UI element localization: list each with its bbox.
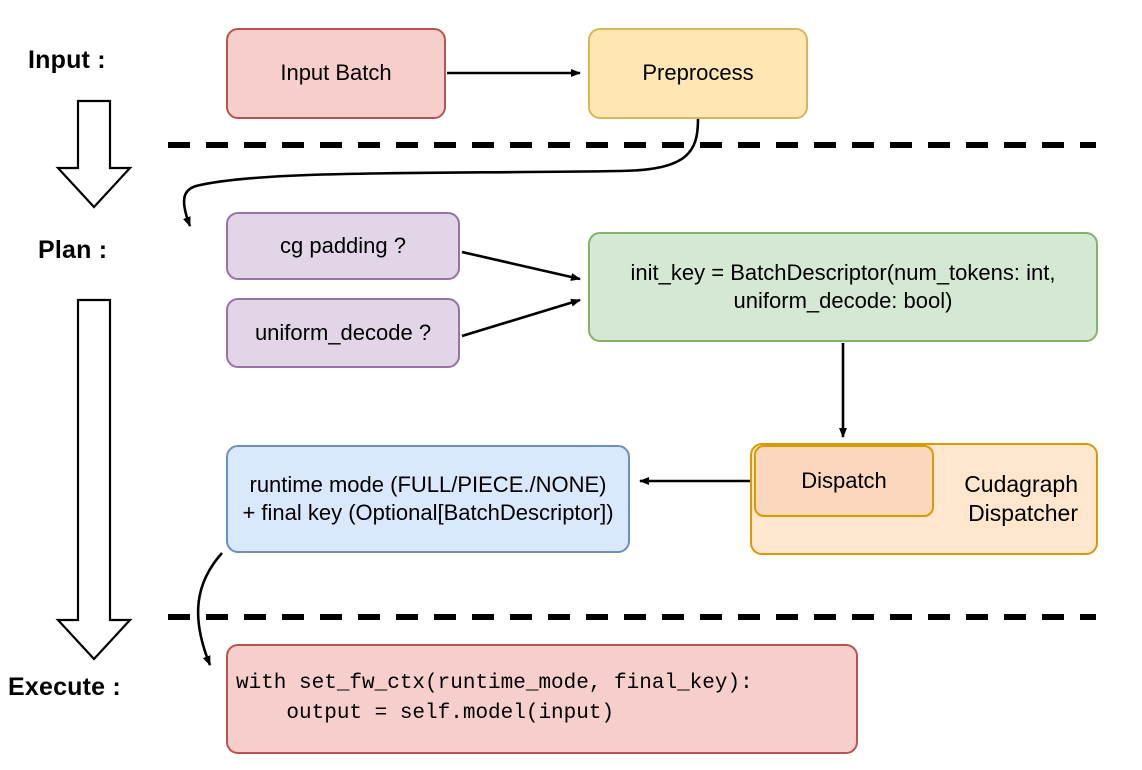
node-cudagraph-dispatcher-line1: Cudagraph <box>964 470 1078 497</box>
stage-label-plan: Plan : <box>38 236 108 264</box>
node-execute-code-line2: output = self.model(input) <box>236 702 615 725</box>
arrow-runtimemode-to-executecode <box>196 552 223 666</box>
node-input-batch[interactable]: Input Batch <box>226 28 446 119</box>
arrow-preprocess-to-cgpadding <box>182 118 700 227</box>
node-preprocess[interactable]: Preprocess <box>588 28 808 119</box>
node-cg-padding[interactable]: cg padding ? <box>226 212 460 280</box>
stage-arrow-input-to-plan <box>55 99 133 209</box>
node-execute-code[interactable]: with set_fw_ctx(runtime_mode, final_key)… <box>226 644 858 754</box>
arrow-uniformdecode-to-initkey <box>461 298 581 338</box>
stage-label-input: Input : <box>28 46 106 74</box>
node-uniform-decode[interactable]: uniform_decode ? <box>226 298 460 368</box>
node-input-batch-label: Input Batch <box>280 60 392 86</box>
node-execute-code-line1: with set_fw_ctx(runtime_mode, final_key)… <box>236 671 753 695</box>
node-uniform-decode-label: uniform_decode ? <box>254 319 432 345</box>
node-dispatch-label: Dispatch <box>801 467 887 493</box>
node-cudagraph-dispatcher-line2: Dispatcher <box>968 500 1078 526</box>
stage-arrow-plan-to-execute <box>55 298 133 661</box>
arrow-cgpadding-to-initkey <box>461 250 581 281</box>
node-runtime-mode[interactable]: runtime mode (FULL/PIECE./NONE) + final … <box>226 445 630 553</box>
node-dispatch[interactable]: Dispatch <box>754 445 934 517</box>
stage-label-execute: Execute : <box>8 673 121 701</box>
node-init-key-line2: uniform_decode: bool) <box>733 288 953 313</box>
node-init-key[interactable]: init_key = BatchDescriptor(num_tokens: i… <box>588 232 1098 342</box>
node-runtime-mode-line2: + final key (Optional[BatchDescriptor]) <box>242 500 614 525</box>
node-cg-padding-label: cg padding ? <box>280 232 406 258</box>
node-preprocess-label: Preprocess <box>642 60 754 86</box>
node-init-key-line1: init_key = BatchDescriptor(num_tokens: i… <box>630 259 1056 285</box>
node-runtime-mode-line1: runtime mode (FULL/PIECE./NONE) <box>249 471 607 497</box>
